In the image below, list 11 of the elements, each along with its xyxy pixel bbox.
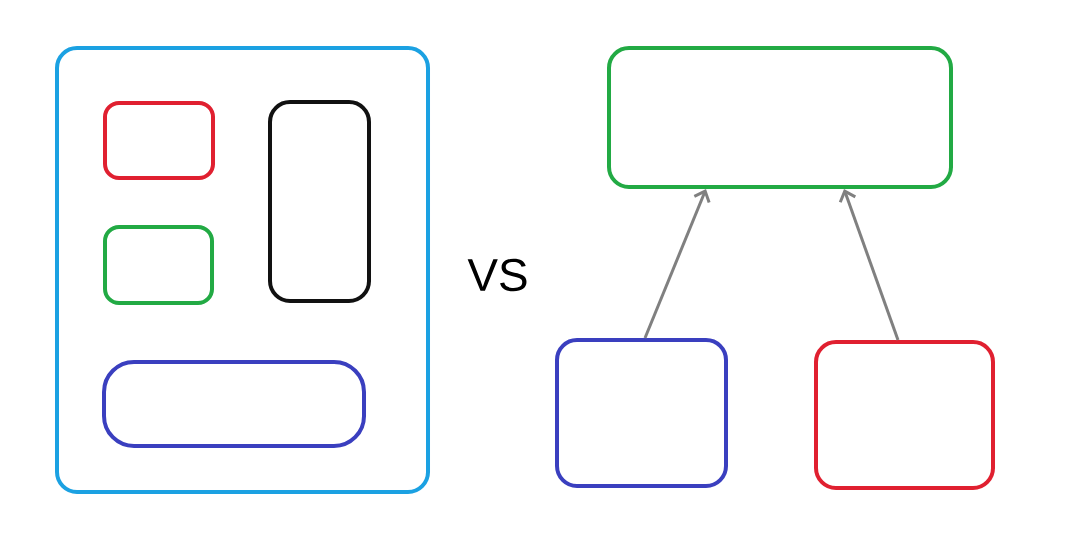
rounded-box	[55, 46, 430, 494]
rounded-box	[103, 101, 215, 180]
rounded-box	[103, 225, 214, 305]
rounded-box	[814, 340, 995, 490]
rounded-box	[607, 46, 953, 189]
rounded-box	[555, 338, 728, 488]
rounded-box	[102, 360, 366, 448]
vs-text: VS	[467, 258, 527, 292]
arrow	[838, 189, 900, 341]
rounded-box	[268, 100, 371, 303]
arrow	[643, 189, 711, 339]
